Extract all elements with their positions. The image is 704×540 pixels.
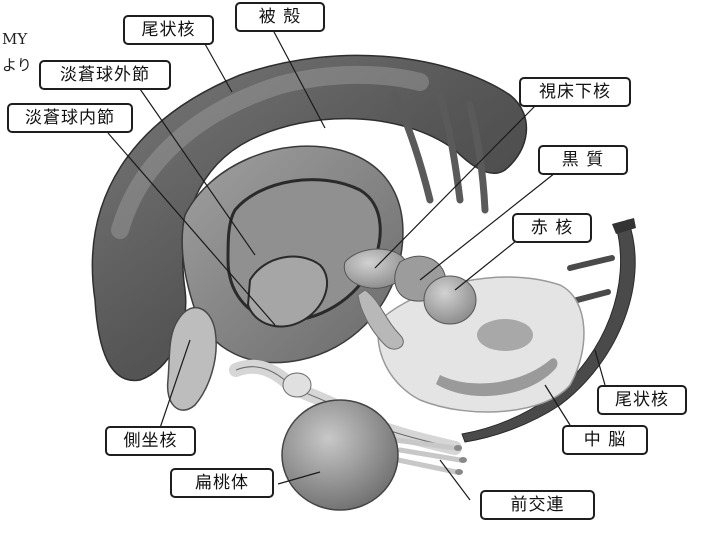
label-caudate-tail: 尾状核 <box>597 385 687 415</box>
label-amygdala: 扁桃体 <box>170 468 274 498</box>
label-caudate-top: 尾状核 <box>123 15 214 45</box>
label-gp-external: 淡蒼球外節 <box>39 60 171 90</box>
label-midbrain: 中 脳 <box>562 425 648 455</box>
label-red-nucleus: 赤 核 <box>512 213 592 243</box>
label-gp-internal: 淡蒼球内節 <box>7 103 133 133</box>
label-putamen: 被 殻 <box>235 2 325 32</box>
margin-text-line-2: より <box>2 54 32 75</box>
label-subthalamic: 視床下核 <box>519 77 631 107</box>
red-nucleus-shape <box>424 276 476 324</box>
label-accumbens: 側坐核 <box>105 426 196 456</box>
anterior-commissure-bulb <box>283 373 311 397</box>
leader-anterior-commissure <box>440 460 470 500</box>
amygdala-shape <box>282 400 398 510</box>
margin-text-line-1: MY <box>2 30 27 48</box>
midbrain-aqueduct-shape <box>477 319 533 351</box>
label-substantia-nigra: 黒 質 <box>538 145 628 175</box>
label-anterior-commissure: 前交連 <box>480 490 595 520</box>
